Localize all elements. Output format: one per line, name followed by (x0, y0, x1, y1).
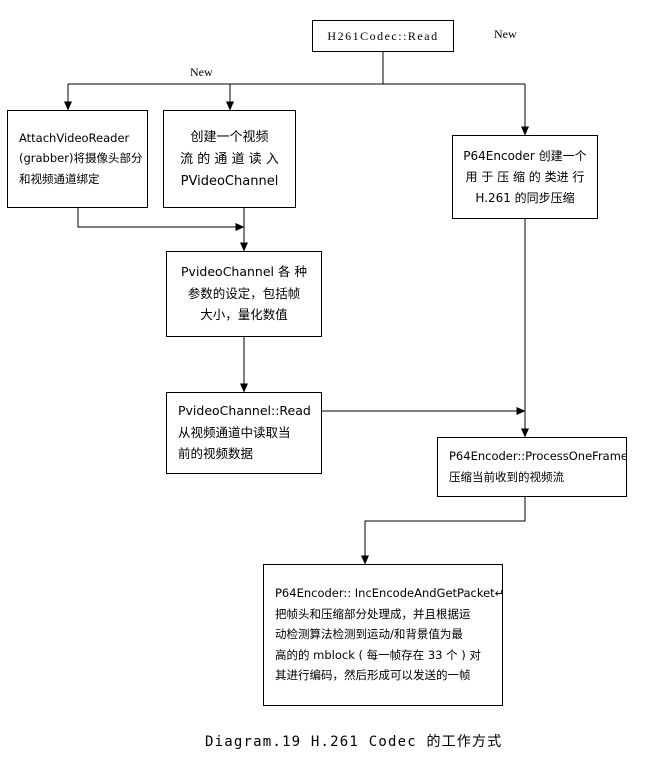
inc-encode-and-get-packet-line-0: P64Encoder:: IncEncodeAndGetPacket↵ (275, 586, 503, 601)
process-one-frame-line-1: 压缩当前收到的视频流 (449, 469, 564, 484)
create-video-stream-line-0: 创建一个视频 (190, 129, 269, 145)
attach-video-reader-line-0: AttachVideoReader (19, 130, 130, 145)
create-video-stream-line-2: PVideoChannel (180, 173, 279, 189)
attach-video-reader-box[interactable]: AttachVideoReader (grabber)将摄像头部分 和视频通道绑… (7, 110, 148, 208)
inc-encode-and-get-packet-box[interactable]: P64Encoder:: IncEncodeAndGetPacket↵ 把帧头和… (263, 564, 503, 706)
inc-encode-and-get-packet-line-3: 高的的 mblock ( 每一帧存在 33 个 ) 对 (275, 647, 481, 662)
wire-processframe-to-incencode (361, 497, 526, 565)
pvideochannel-read-line-1: 从视频通道中读取当 (178, 424, 291, 440)
p64encoder-new-line-2: H.261 的同步压缩 (475, 191, 575, 205)
create-video-stream-line-1: 流 的 通 道 读 入 (180, 151, 279, 167)
diagram-caption: Diagram.19 H.261 Codec 的工作方式 (205, 734, 503, 750)
wire-label-new-right: New (492, 27, 519, 41)
attach-video-reader-line-2: 和视频通道绑定 (19, 171, 100, 186)
create-video-stream-box[interactable]: 创建一个视频 流 的 通 道 读 入 PVideoChannel (163, 110, 296, 208)
p64encoder-new-line-1: 用 于 压 缩 的 类进 行 (465, 170, 585, 184)
pvideochannel-params-line-1: 参数的设定，包括帧 (187, 285, 301, 301)
p64encoder-new-box[interactable]: P64Encoder 创建一个 用 于 压 缩 的 类进 行 H.261 的同步… (452, 135, 598, 219)
pvideochannel-read-line-0: PvideoChannel::Read (178, 403, 311, 419)
process-one-frame-box[interactable]: P64Encoder::ProcessOneFrame 压缩当前收到的视频流 (437, 437, 627, 497)
inc-encode-and-get-packet-line-4: 其进行编码，然后形成可以发送的一帧 (275, 668, 471, 683)
process-one-frame-line-0: P64Encoder::ProcessOneFrame (449, 449, 627, 463)
p64encoder-new-line-0: P64Encoder 创建一个 (463, 149, 587, 163)
inc-encode-and-get-packet-line-2: 动检测算法检测到运动/和背景值为最 (275, 627, 463, 642)
pvideochannel-params-line-2: 大小，量化数值 (200, 307, 288, 323)
pvideochannel-read-box[interactable]: PvideoChannel::Read 从视频通道中读取当 前的视频数据 (166, 392, 322, 474)
pvideochannel-read-line-2: 前的视频数据 (178, 446, 254, 462)
wire-label-new-left: New (188, 65, 215, 79)
pvideochannel-params-line-0: PvideoChannel 各 种 (181, 264, 307, 280)
attach-video-reader-line-1: (grabber)将摄像头部分 (19, 151, 143, 166)
h261codec-read-box[interactable]: H261Codec::Read (312, 20, 454, 52)
h261codec-read-line-0: H261Codec::Read (327, 29, 439, 43)
inc-encode-and-get-packet-line-1: 把帧头和压缩部分处理成，并且根据运 (275, 606, 471, 621)
pvideochannel-params-box[interactable]: PvideoChannel 各 种 参数的设定，包括帧 大小，量化数值 (166, 251, 322, 337)
wire-attach-to-trunk (77, 208, 245, 231)
